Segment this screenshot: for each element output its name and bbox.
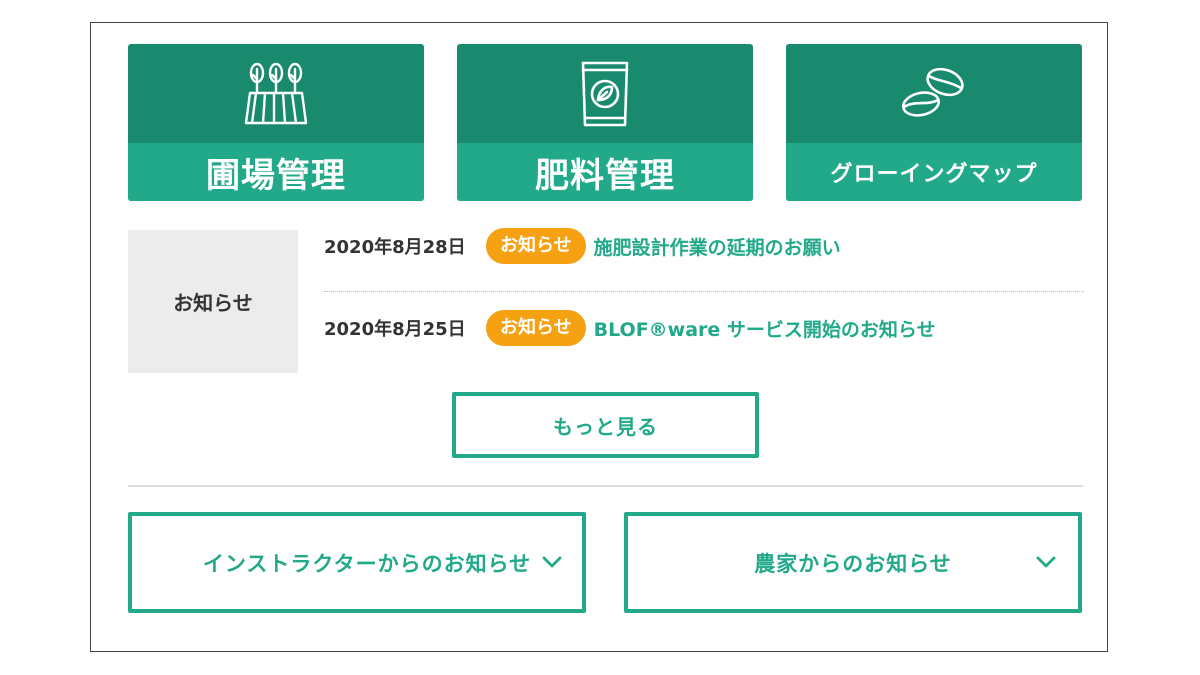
accordion-label: 農家からのお知らせ <box>754 551 952 576</box>
fertilizer-management-tile[interactable]: 肥料管理 <box>457 44 753 201</box>
section-divider <box>128 485 1083 487</box>
news-title-link[interactable]: BLOF®ware サービス開始のお知らせ <box>593 318 936 341</box>
chevron-down-icon <box>542 556 562 567</box>
see-more-button[interactable]: もっと見る <box>452 392 759 458</box>
news-badge: お知らせ <box>486 228 586 264</box>
tile-label: 肥料管理 <box>457 143 753 201</box>
news-date: 2020年8月25日 <box>324 319 466 340</box>
main-panel: 圃場管理 肥料管理 グローイングマップ お知らせ <box>90 22 1108 652</box>
news-divider <box>324 291 1084 292</box>
news-title-link[interactable]: 施肥設計作業の延期のお願い <box>593 236 841 259</box>
accordion-label: インストラクターからのお知らせ <box>202 551 532 576</box>
fertilizer-bag-icon <box>457 44 753 143</box>
tile-label: グローイングマップ <box>786 143 1082 201</box>
instructor-news-accordion[interactable]: インストラクターからのお知らせ <box>128 512 586 613</box>
news-item[interactable]: 2020年8月25日 お知らせ BLOF®ware サービス開始のお知らせ <box>324 308 936 348</box>
news-item[interactable]: 2020年8月28日 お知らせ 施肥設計作業の延期のお願い <box>324 226 841 266</box>
tile-label: 圃場管理 <box>128 143 424 201</box>
news-badge: お知らせ <box>486 310 586 346</box>
news-date: 2020年8月28日 <box>324 237 466 258</box>
news-section-label: お知らせ <box>128 230 298 373</box>
field-trees-icon <box>128 44 424 143</box>
growing-map-tile[interactable]: グローイングマップ <box>786 44 1082 201</box>
field-management-tile[interactable]: 圃場管理 <box>128 44 424 201</box>
chevron-down-icon <box>1036 556 1056 567</box>
farmer-news-accordion[interactable]: 農家からのお知らせ <box>624 512 1082 613</box>
beans-icon <box>786 44 1082 143</box>
